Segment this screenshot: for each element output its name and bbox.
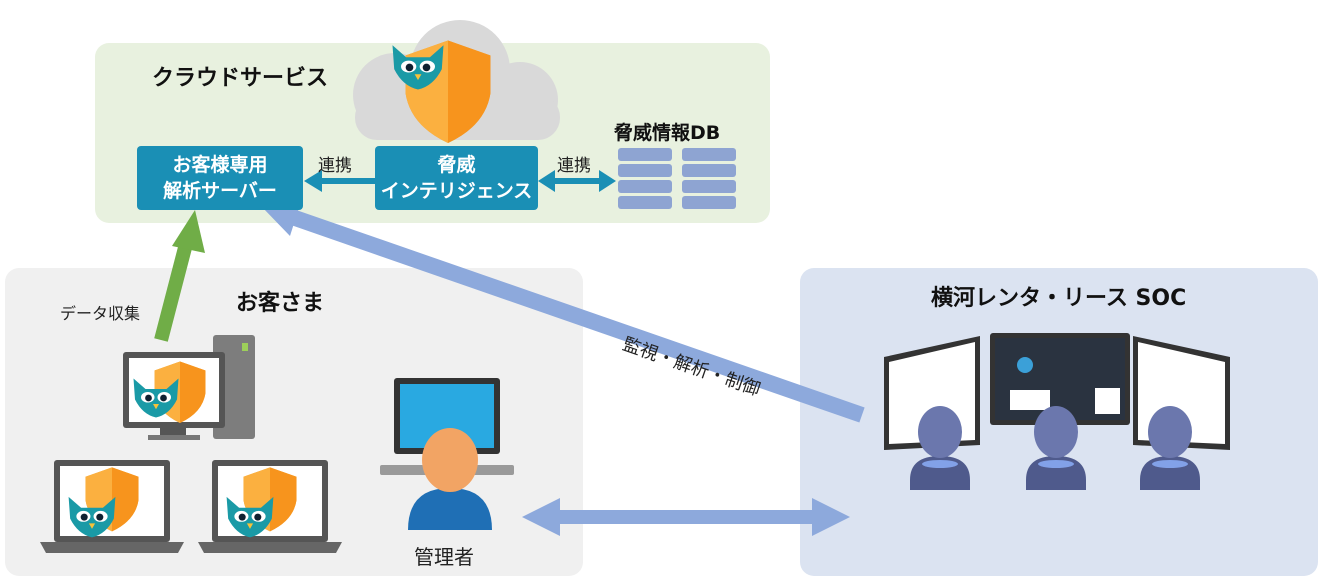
- soc-title: 横河レンタ・リース SOC: [931, 286, 1187, 311]
- admin-icon: [380, 378, 514, 530]
- link-label-left: 連携: [318, 156, 352, 176]
- customer-title: お客さま: [236, 291, 325, 316]
- analysis-server-line1: お客様専用: [172, 154, 268, 176]
- threat-intel-line1: 脅威: [437, 154, 476, 176]
- arrow-intel-db-bidirectional: [538, 170, 616, 192]
- data-collection-label: データ収集: [60, 304, 141, 323]
- arrow-intel-to-server: [304, 170, 375, 192]
- laptop-icon: [198, 460, 342, 553]
- arrow-admin-soc-bidirectional: [522, 498, 850, 536]
- laptop-icon: [40, 460, 184, 553]
- threat-intel-line2: インテリジェンス: [380, 180, 533, 202]
- soc-monitor-center: [990, 333, 1130, 425]
- admin-label: 管理者: [414, 545, 474, 569]
- analysis-server-line2: 解析サーバー: [163, 180, 277, 202]
- threat-db-label: 脅威情報DB: [614, 122, 721, 144]
- desktop-pc-icon: [123, 335, 255, 440]
- link-label-right: 連携: [557, 156, 591, 176]
- analysis-server-box: お客様専用 解析サーバー: [137, 146, 303, 210]
- cloud-title: クラウドサービス: [152, 66, 329, 91]
- threat-intelligence-box: 脅威 インテリジェンス: [375, 146, 538, 210]
- arrow-soc-to-server: [262, 198, 865, 423]
- database-icon: [618, 148, 736, 209]
- arrow-data-collection: [154, 210, 205, 342]
